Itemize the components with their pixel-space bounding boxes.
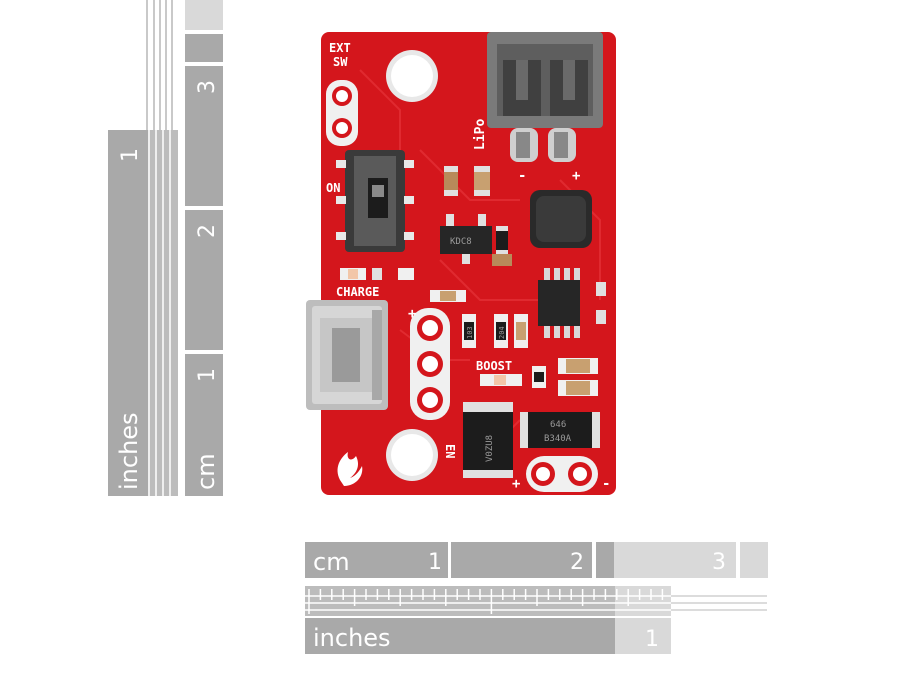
charger-ic [538, 268, 606, 338]
left-inch-unit-label: inches [115, 412, 143, 490]
diode-right-marking-2: B340A [544, 434, 572, 444]
smd-capacitors-top [444, 166, 490, 196]
bottom-inch-unit-label: inches [313, 624, 391, 652]
output-pads [526, 456, 598, 492]
bottom-inch-ruler-ext-lines [671, 595, 767, 611]
left-inch-tick-1: 1 [118, 148, 143, 162]
silk-minus-top: - [518, 168, 526, 184]
smd-resistors-marked: 103 204 [462, 314, 528, 348]
silk-lipo: LiPo [473, 119, 488, 150]
left-cm-tick-3: 3 [195, 80, 220, 94]
silk-plus-side: + [408, 306, 416, 322]
slide-switch[interactable] [336, 150, 414, 252]
left-inch-ruler: inches 1 [108, 0, 178, 496]
boost-led [480, 366, 546, 388]
left-cm-tick-1: 1 [195, 368, 220, 382]
bottom-inch-ruler-ticks [308, 589, 664, 614]
micro-usb-connector[interactable] [306, 300, 388, 410]
diode-left: V0ZU8 [463, 402, 513, 478]
bottom-cm-unit-label: cm [313, 548, 350, 576]
flame-logo-icon [337, 452, 363, 486]
left-cm-ruler: 3 2 1 cm [185, 0, 223, 496]
transistor-marking: KDC8 [450, 237, 472, 247]
diode-right: 646 B340A [520, 412, 600, 448]
bottom-inch-ruler: inches 1 [305, 586, 767, 654]
bottom-cm-tick-1: 1 [428, 550, 442, 575]
bottom-cm-ruler: cm 1 2 3 [305, 542, 768, 578]
left-inch-ruler-ticks [146, 0, 173, 130]
pcb-board: EXT SW ON LiPo [306, 32, 616, 495]
bottom-inch-tick-1: 1 [645, 627, 659, 652]
smd-capacitors-center [430, 290, 466, 302]
silk-minus-bottom: - [602, 476, 610, 492]
charge-led [340, 268, 414, 280]
left-cm-unit-label: cm [192, 453, 220, 490]
transistor: KDC8 [440, 214, 492, 264]
side-header [410, 308, 450, 420]
resistor-1-marking: 103 [466, 326, 474, 339]
silk-boost: BOOST [476, 359, 512, 373]
left-cm-tick-2: 2 [195, 224, 220, 238]
left-inch-ruler-gridlines [148, 130, 171, 496]
ext-switch-header [326, 80, 358, 146]
silk-ext: EXT [329, 41, 351, 55]
diode-right-marking-1: 646 [550, 420, 566, 430]
silk-en: EN [443, 444, 457, 458]
silk-plus-top: + [572, 168, 580, 184]
smd-capacitors-right [558, 358, 598, 396]
lipo-jst-connector[interactable] [487, 32, 603, 162]
left-inch-ruler-body [108, 130, 148, 496]
bottom-cm-tick-3: 3 [712, 550, 726, 575]
bottom-cm-tick-2: 2 [570, 550, 584, 575]
resistor-2-marking: 204 [498, 326, 506, 339]
silk-sw: SW [333, 55, 348, 69]
silk-charge: CHARGE [336, 285, 379, 299]
silk-plus-bottom: + [512, 476, 520, 492]
bottom-inch-ruler-scale [305, 586, 615, 616]
diode-left-marking: V0ZU8 [485, 435, 495, 462]
inductor [530, 190, 592, 248]
silk-on: ON [326, 181, 340, 195]
smd-resistors-mid [492, 226, 512, 266]
